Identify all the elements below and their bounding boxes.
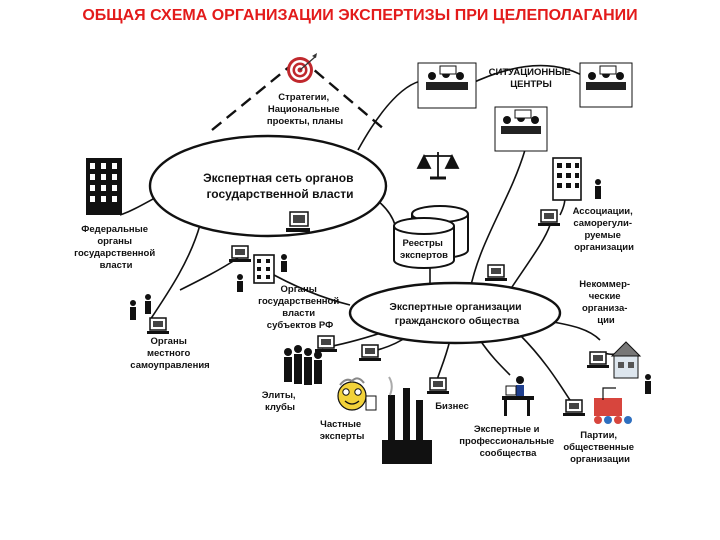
link-gov-local-pc — [179, 257, 239, 291]
private-experts-label: Частные эксперты — [320, 419, 365, 442]
link-civil-associations — [509, 224, 551, 291]
regional-person-icon-2 — [237, 274, 243, 292]
private-expert-smiley-icon — [337, 377, 377, 411]
civil-orgs-label: Экспертные организации гражданского обще… — [389, 301, 524, 327]
associations-person-icon — [595, 179, 601, 199]
local-computer-icon — [147, 317, 169, 334]
link-civil-business — [436, 339, 451, 381]
federal-building-icon — [86, 158, 122, 215]
associations-computer-icon — [538, 209, 560, 226]
diagram-title: ОБЩАЯ СХЕМА ОРГАНИЗАЦИИ ЭКСПЕРТИЗЫ ПРИ Ц… — [82, 7, 637, 24]
parties-computer-icon — [563, 399, 585, 416]
private-computer-icon — [359, 344, 381, 361]
registry-cylinders-icon — [393, 205, 469, 269]
civil-orgs-ellipse — [348, 281, 562, 345]
nonprofit-person-icon — [645, 374, 651, 394]
nonprofit-computer-icon — [587, 351, 609, 368]
gov-network-ellipse — [148, 134, 388, 238]
strategies-label: Стратегии, Национальные проекты, планы — [267, 92, 343, 127]
regional-label: Органы государственной власти субъектов … — [258, 284, 342, 331]
regional-building-icon — [253, 254, 275, 284]
federal-label: Федеральные органы государственной власт… — [74, 224, 158, 271]
link-civil-professional — [479, 339, 511, 376]
regional-computer-icon — [286, 211, 310, 232]
situation-centers-label: СИТУАЦИОННЫЕ ЦЕНТРЫ — [489, 67, 574, 90]
associations-building-icon — [552, 157, 582, 201]
target-icon — [287, 53, 317, 83]
regional-pc-left-icon — [229, 245, 251, 262]
link-civil-parties — [519, 334, 571, 401]
link-gov-local — [149, 224, 201, 321]
situation-meeting-icon-1 — [417, 62, 477, 109]
situation-meeting-icon-2 — [579, 62, 633, 108]
professional-desk-icon — [502, 376, 534, 416]
elites-computer-icon — [315, 335, 337, 352]
link-situation-civil — [469, 149, 526, 291]
scales-icon — [416, 152, 460, 180]
elites-label: Элиты, клубы — [262, 390, 298, 413]
elites-group-icon — [284, 345, 322, 385]
parties-crowd-icon — [594, 387, 632, 424]
associations-label: Ассоциации, саморегули- руемые организац… — [573, 206, 636, 253]
situation-meeting-icon-3 — [494, 106, 548, 152]
regional-person-icon — [281, 254, 287, 272]
local-label: Органы местного самоуправления — [130, 336, 209, 371]
parties-label: Партии, общественные организации — [563, 430, 636, 465]
gov-network-label: Экспертная сеть органов государственной … — [203, 171, 357, 201]
business-computer-icon — [427, 377, 449, 394]
professional-label: Экспертные и профессиональные сообщества — [459, 424, 557, 459]
business-label: Бизнес — [435, 401, 469, 412]
civil-computer-icon — [485, 264, 507, 281]
house-icon — [610, 341, 642, 379]
link-regional-civil — [264, 269, 351, 306]
nonprofit-label: Некоммер- ческие организа- ции — [579, 279, 632, 326]
local-people-icon — [130, 294, 151, 320]
factory-icon — [382, 376, 432, 464]
registry-label: Реестры экспертов — [400, 238, 448, 261]
